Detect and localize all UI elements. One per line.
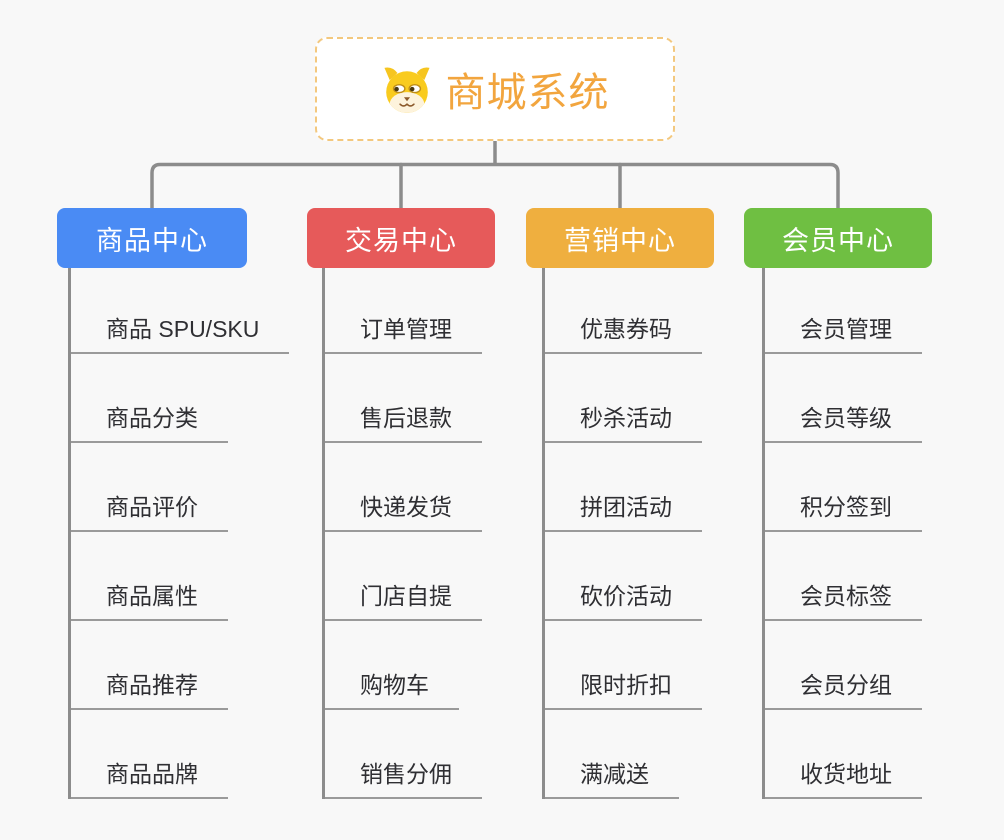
mindmap-node[interactable]: 售后退款 [325, 354, 482, 443]
branch-trade-center[interactable]: 交易中心 [307, 208, 495, 268]
branch-label: 商品中心 [96, 225, 208, 256]
mindmap-node[interactable]: 收货地址 [765, 710, 922, 799]
branch-label: 交易中心 [345, 225, 457, 256]
mindmap-node[interactable]: 商品属性 [71, 532, 228, 621]
mindmap-node[interactable]: 快递发货 [325, 443, 482, 532]
mindmap-node[interactable]: 会员管理 [765, 268, 922, 354]
mindmap-node[interactable]: 销售分佣 [325, 710, 482, 799]
mindmap-node[interactable]: 秒杀活动 [545, 354, 702, 443]
dog-face-icon [383, 66, 430, 113]
root-title: 商城系统 [445, 71, 610, 115]
mindmap-node[interactable]: 会员等级 [765, 354, 922, 443]
branch-member-center[interactable]: 会员中心 [744, 208, 932, 268]
mindmap-node[interactable]: 满减送 [545, 710, 679, 799]
branch-label: 会员中心 [782, 225, 894, 256]
root-node-mall-system[interactable]: 商城系统 [315, 37, 675, 141]
mindmap-node[interactable]: 商品推荐 [71, 621, 228, 710]
mindmap-node[interactable]: 商品评价 [71, 443, 228, 532]
mindmap-node[interactable]: 积分签到 [765, 443, 922, 532]
product-center-children: 商品 SPU/SKU 商品分类 商品评价 商品属性 商品推荐 商品品牌 [68, 268, 290, 799]
member-center-children: 会员管理 会员等级 积分签到 会员标签 会员分组 收货地址 [762, 268, 922, 799]
branch-label: 营销中心 [564, 225, 676, 256]
mindmap-node[interactable]: 商品 SPU/SKU [71, 268, 290, 354]
mindmap-node[interactable]: 拼团活动 [545, 443, 702, 532]
mindmap-node[interactable]: 会员标签 [765, 532, 922, 621]
mindmap-node[interactable]: 会员分组 [765, 621, 922, 710]
branch-marketing-center[interactable]: 营销中心 [526, 208, 714, 268]
mindmap-node[interactable]: 商品品牌 [71, 710, 228, 799]
bus-line [150, 162, 840, 210]
marketing-center-children: 优惠券码 秒杀活动 拼团活动 砍价活动 限时折扣 满减送 [542, 268, 702, 799]
mindmap-node[interactable]: 购物车 [325, 621, 459, 710]
branch-product-center[interactable]: 商品中心 [57, 208, 247, 268]
trade-center-children: 订单管理 售后退款 快递发货 门店自提 购物车 销售分佣 [322, 268, 482, 799]
mindmap-node[interactable]: 砍价活动 [545, 532, 702, 621]
mindmap-node[interactable]: 门店自提 [325, 532, 482, 621]
mindmap-node[interactable]: 优惠券码 [545, 268, 702, 354]
mindmap-node[interactable]: 订单管理 [325, 268, 482, 354]
mindmap-node[interactable]: 商品分类 [71, 354, 228, 443]
mindmap-node[interactable]: 限时折扣 [545, 621, 702, 710]
